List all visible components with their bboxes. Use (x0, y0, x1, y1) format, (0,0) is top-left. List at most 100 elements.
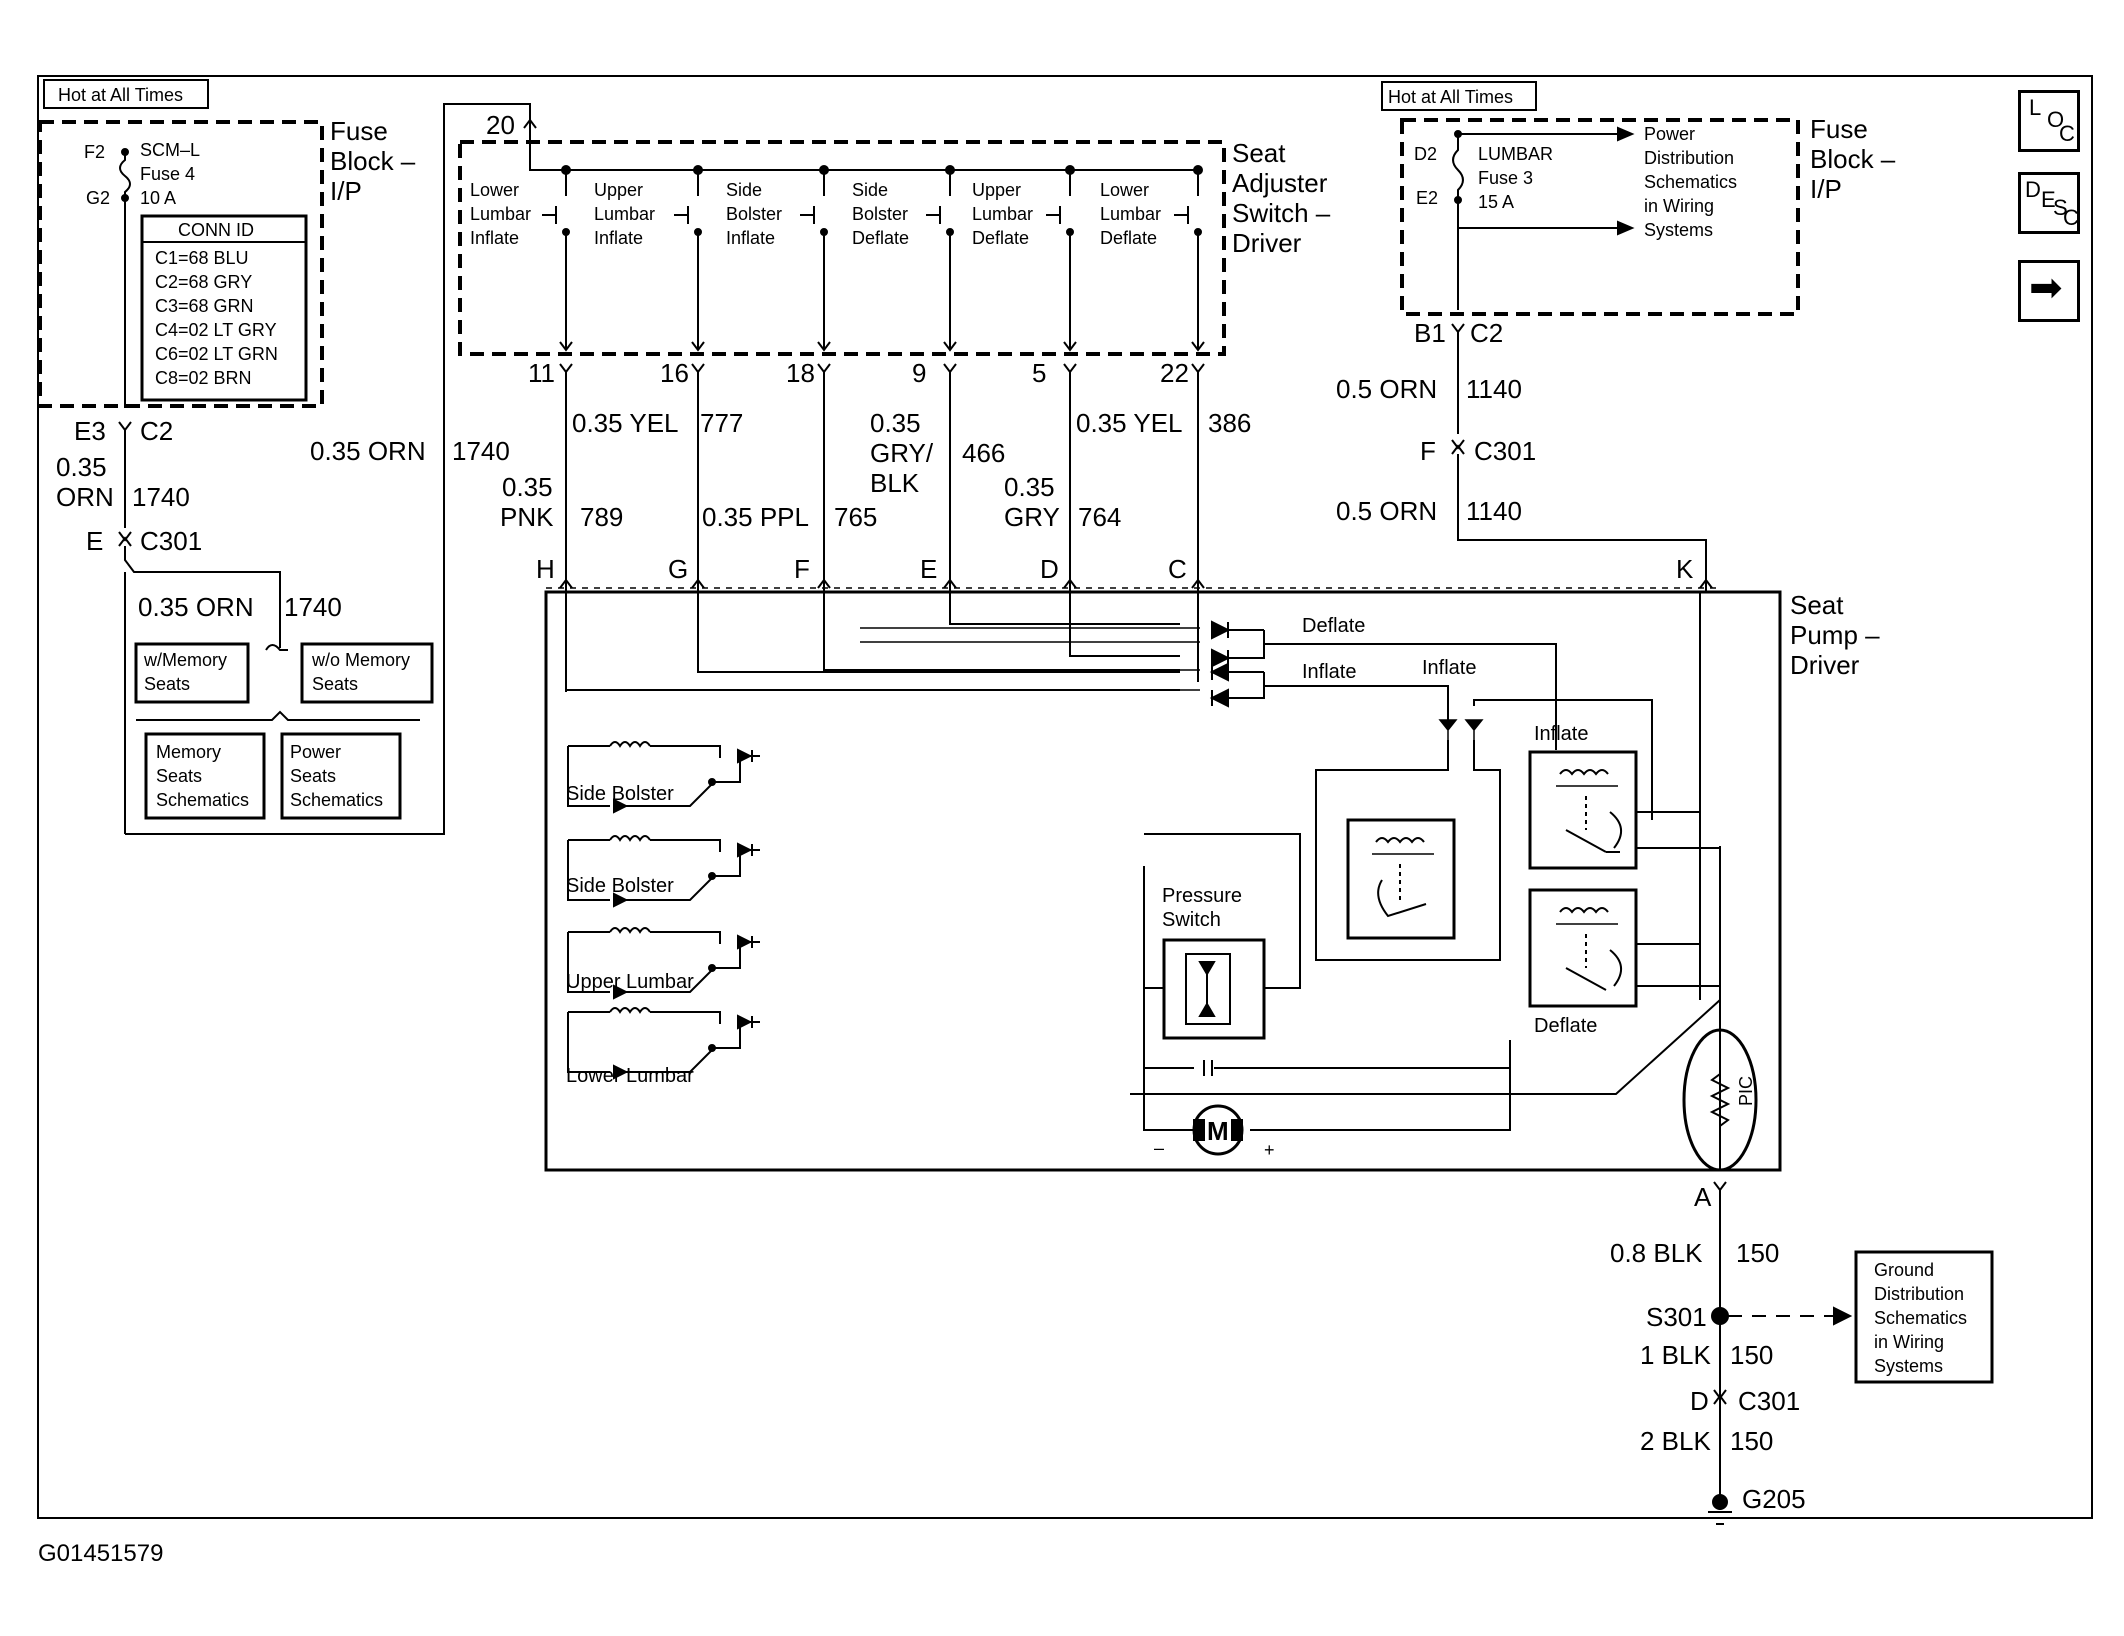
side-bolster-label-2: Side Bolster (566, 875, 674, 897)
circuit-789: 789 (580, 502, 623, 532)
circuit-1740-label-2: 1740 (284, 592, 342, 622)
w-memory-seats-box (134, 642, 250, 704)
hot-at-all-times-label-2: Hot at All Times (1388, 87, 1513, 107)
loc-button[interactable]: L O C (2018, 90, 2080, 152)
pressure-switch: Pressure Switch (1143, 833, 1511, 1131)
switch-pin-9: 9 (912, 358, 926, 388)
wire-yel-label: 0.35 YEL (572, 408, 679, 438)
desc-letter-e: E (2041, 187, 2056, 212)
wire-pnk-label: 0.35 PNK (500, 472, 560, 532)
pin-a: A (1694, 1182, 1712, 1212)
switch-title: Seat Adjuster Switch – Driver (1232, 138, 1338, 258)
wire-ppl-label: 0.35 PPL (702, 502, 809, 532)
hot-at-all-times-label: Hot at All Times (58, 85, 183, 105)
loc-letter-c: C (2059, 121, 2075, 146)
power-seats-schematics-label: Power Seats Schematics (290, 742, 383, 810)
next-button[interactable]: ➡ (2018, 260, 2080, 322)
motor-minus: – (1154, 1138, 1164, 1158)
conn-id-rows: C1=68 BLU C2=68 GRY C3=68 GRN C4=02 LT G… (155, 248, 283, 388)
conn-c2-label-2: C2 (1470, 318, 1503, 348)
circuit-777: 777 (700, 408, 743, 438)
ground-circuit: A 0.8 BLK 150 S301 Ground Distribution S… (1610, 1181, 1994, 1525)
conn-c301-label-2: C301 (1474, 436, 1536, 466)
conn-c2-label: C2 (140, 416, 173, 446)
pump-connector-f: F (794, 554, 810, 584)
deflate-relay-label: Deflate (1534, 1015, 1597, 1037)
inflate-label: Inflate (1302, 661, 1356, 683)
check-valve-bank: Deflate Inflate Inflate (860, 615, 1557, 750)
deflate-relay: Deflate (1528, 888, 1638, 1037)
switch-pin-5: 5 (1032, 358, 1046, 388)
fuse-block-title-2: Fuse Block – I/P (1810, 114, 1903, 204)
wire-blk-label-2: 1 BLK (1640, 1340, 1711, 1370)
pic-thermistor: PIC (1682, 1028, 1758, 1172)
lumbar-fuse-label: LUMBAR Fuse 3 15 A (1478, 144, 1558, 212)
ground-distribution-label: Ground Distribution Schematics in Wiring… (1874, 1260, 1972, 1376)
pump-connector-d: D (1040, 554, 1059, 584)
power-distribution-ref: Power Distribution Schematics in Wiring … (1644, 124, 1742, 240)
solenoid-2 (567, 927, 760, 1000)
conn-c301-label: C301 (140, 526, 202, 556)
inflate-relay: Inflate (1528, 723, 1638, 870)
lower-lumbar-label: Lower Lumbar (566, 1065, 694, 1087)
splice-s301 (1711, 1307, 1729, 1325)
pic-label: PIC (1736, 1076, 1756, 1106)
circuit-466: 466 (962, 438, 1005, 468)
desc-letter-c: C (2063, 205, 2079, 230)
conn-id-title: CONN ID (178, 220, 254, 240)
pin-f2: F2 (84, 142, 105, 162)
circuit-1740-label-3: 1740 (452, 436, 510, 466)
ground-distribution-box (1854, 1250, 1994, 1384)
pressure-switch-label: Pressure Switch (1162, 885, 1248, 931)
pump-connector-g: G (668, 554, 688, 584)
pin-d-ground: D (1690, 1386, 1709, 1416)
desc-button[interactable]: D E S C (2018, 172, 2080, 234)
solenoid-1 (567, 835, 760, 908)
circuit-764: 764 (1078, 502, 1121, 532)
pump-connector-c: C (1168, 554, 1187, 584)
circuit-386: 386 (1208, 408, 1251, 438)
arrow-right-icon: ➡ (2029, 266, 2063, 310)
solenoid-column (567, 741, 760, 1080)
fuse-block-border-2 (1400, 118, 1800, 316)
w-memory-seats-label: w/Memory Seats (143, 650, 232, 694)
motor-plus: + (1264, 1140, 1275, 1160)
pin-f-right: F (1420, 436, 1436, 466)
pump-connector-k: K (1676, 554, 1694, 584)
wo-memory-seats-label: w/o Memory Seats (311, 650, 415, 694)
desc-letter-s: S (2053, 195, 2068, 220)
wire-orn-label-3: 0.35 ORN (310, 436, 426, 466)
wire-orn-label-5: 0.5 ORN (1336, 496, 1437, 526)
seat-pump-title: Seat Pump – Driver (1790, 590, 1887, 680)
wire-blk-label-1: 0.8 BLK (1610, 1238, 1703, 1268)
fuse-block-title: Fuse Block – I/P (330, 116, 423, 206)
pin-d2: D2 (1414, 144, 1437, 164)
circuit-1140: 1140 (1466, 374, 1522, 404)
pin-e: E (86, 526, 103, 556)
solenoid-3 (567, 1007, 760, 1080)
switch-pin-22: 22 (1160, 358, 1189, 388)
memory-seats-schematics-label: Memory Seats Schematics (156, 742, 249, 810)
desc-letter-d: D (2025, 177, 2041, 202)
conn-id-table (140, 214, 308, 402)
wire-orn-label-4: 0.5 ORN (1336, 374, 1437, 404)
connector-c301 (118, 531, 132, 547)
circuit-765: 765 (834, 502, 877, 532)
circuit-1740-label: 1740 (132, 482, 190, 512)
wire-0.35-orn-label: 0.35 ORN (56, 452, 114, 512)
pin-b1: B1 (1414, 318, 1446, 348)
fuse-4-label: SCM–L Fuse 4 10 A (140, 140, 204, 208)
left-fuse-block: Hot at All Times Fuse Block – I/P F2 G2 … (38, 79, 531, 835)
inflate-relay-label: Inflate (1534, 723, 1588, 745)
side-bolster-label-1: Side Bolster (566, 783, 674, 805)
pump-motor: M – + (1144, 1060, 1510, 1160)
wire-yel-label-2: 0.35 YEL (1076, 408, 1183, 438)
circuit-150-3: 150 (1730, 1426, 1773, 1456)
